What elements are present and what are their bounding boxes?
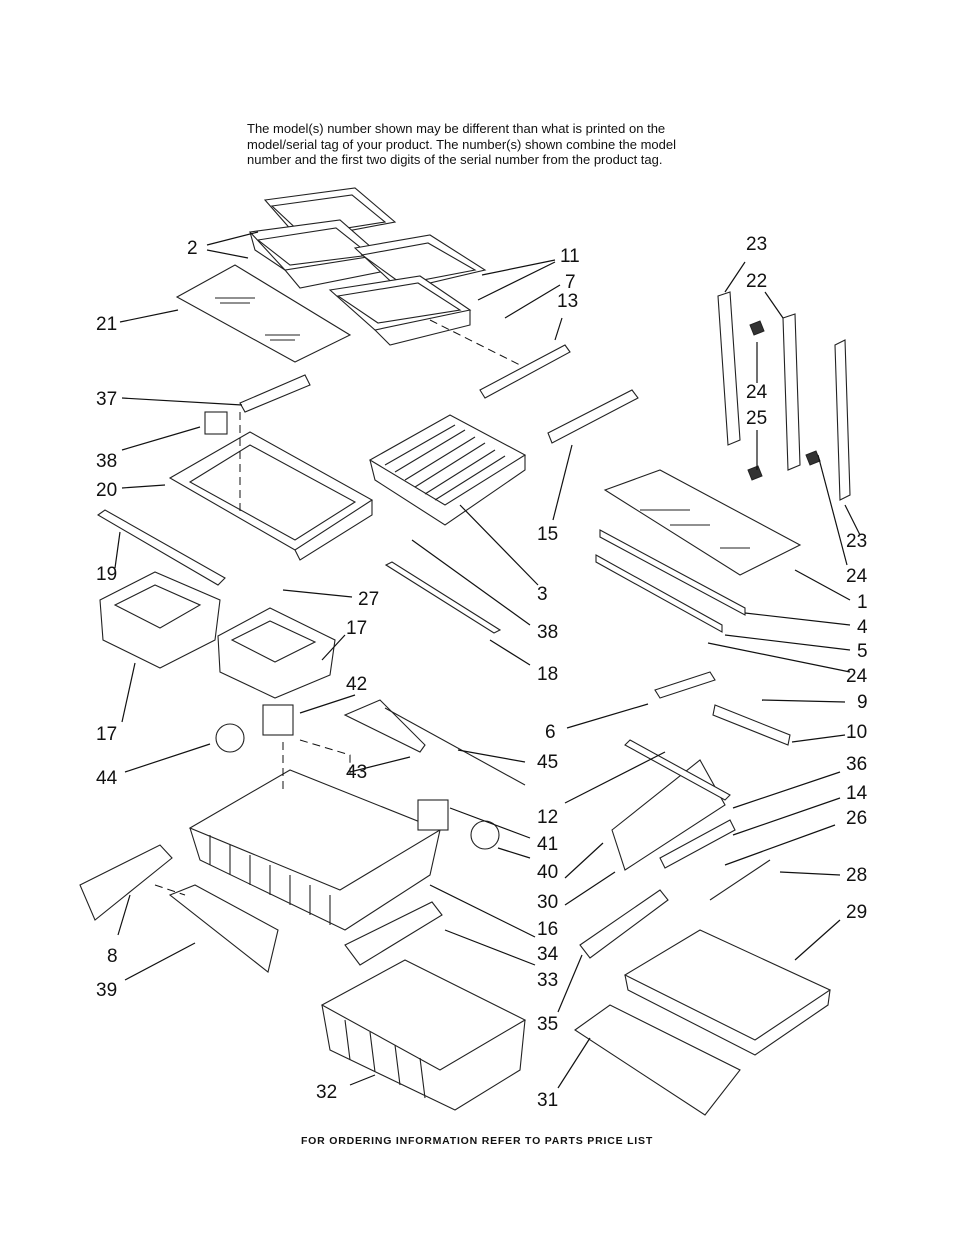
rails-23-22 <box>717 291 851 501</box>
callout-8: 8 <box>107 946 118 967</box>
trim-13-15 <box>479 344 639 444</box>
header-note-line: The model(s) number shown may be differe… <box>247 121 666 136</box>
header-note-line: number and the first two digits of the s… <box>247 152 663 168</box>
callout-4: 4 <box>857 617 868 638</box>
callout-30: 30 <box>537 892 558 913</box>
callout-24: 24 <box>746 382 768 403</box>
callout-43: 43 <box>346 762 367 783</box>
callout-38: 38 <box>537 622 558 643</box>
callout-27: 27 <box>358 589 379 610</box>
callout-1: 1 <box>857 592 868 613</box>
callout-7: 7 <box>565 272 576 293</box>
callout-24: 24 <box>846 566 868 587</box>
callout-12: 12 <box>537 807 558 828</box>
callout-35: 35 <box>537 1014 558 1035</box>
glass-shelf-1 <box>595 469 802 633</box>
callout-39: 39 <box>96 980 117 1001</box>
callout-37: 37 <box>96 389 117 410</box>
callout-28: 28 <box>846 865 867 886</box>
callout-23: 23 <box>746 234 767 255</box>
shelf-frame-11 <box>328 234 487 346</box>
callout-29: 29 <box>846 902 867 923</box>
leader-lines <box>114 231 861 1089</box>
guards-8-39-33 <box>79 844 443 973</box>
glass-shelf-21 <box>175 264 352 363</box>
slides-and-hardware <box>215 671 791 959</box>
callout-20: 20 <box>96 480 117 501</box>
callout-34: 34 <box>537 944 559 965</box>
callout-23: 23 <box>846 531 867 552</box>
callout-11: 11 <box>560 246 580 267</box>
callout-5: 5 <box>857 641 868 662</box>
callout-2: 2 <box>187 238 198 259</box>
callout-10: 10 <box>846 722 867 743</box>
callout-32: 32 <box>316 1082 337 1103</box>
callout-40: 40 <box>537 862 558 883</box>
header-note: The model(s) number shown may be differe… <box>247 121 747 168</box>
callout-38: 38 <box>96 451 117 472</box>
callout-25: 25 <box>746 408 767 429</box>
callout-13: 13 <box>557 291 578 312</box>
callout-33: 33 <box>537 970 558 991</box>
callout-45: 45 <box>537 752 558 773</box>
callout-9: 9 <box>857 692 868 713</box>
shelf-frames-2 <box>248 187 397 289</box>
callout-26: 26 <box>846 808 867 829</box>
callout-19: 19 <box>96 564 117 585</box>
callout-42: 42 <box>346 674 367 695</box>
callout-17: 17 <box>96 724 117 745</box>
crisper-cover-20 <box>168 374 374 561</box>
callout-16: 16 <box>537 919 558 940</box>
header-note-line: model/serial tag of your product. The nu… <box>247 136 676 152</box>
callout-17: 17 <box>346 618 367 639</box>
assembly-lines <box>154 319 521 896</box>
footer-note: FOR ORDERING INFORMATION REFER TO PARTS … <box>300 1135 654 1147</box>
callout-36: 36 <box>846 754 867 775</box>
callout-41: 41 <box>537 834 558 855</box>
callout-14: 14 <box>846 783 868 804</box>
callout-44: 44 <box>96 768 118 789</box>
callout-numbers: 2 21 11 7 13 23 22 24 25 37 38 20 15 19 … <box>96 234 868 1111</box>
callout-31: 31 <box>537 1090 558 1111</box>
callout-21: 21 <box>96 314 117 335</box>
callout-22: 22 <box>746 271 767 292</box>
wire-shelf-3 <box>368 414 527 526</box>
small-basket-32 <box>320 959 527 1111</box>
callout-6: 6 <box>545 722 556 743</box>
callout-18: 18 <box>537 664 558 685</box>
crisper-bins-17 <box>96 509 502 699</box>
callout-15: 15 <box>537 524 558 545</box>
tray-29-31 <box>574 929 832 1116</box>
callout-24: 24 <box>846 666 868 687</box>
callout-3: 3 <box>537 584 548 605</box>
